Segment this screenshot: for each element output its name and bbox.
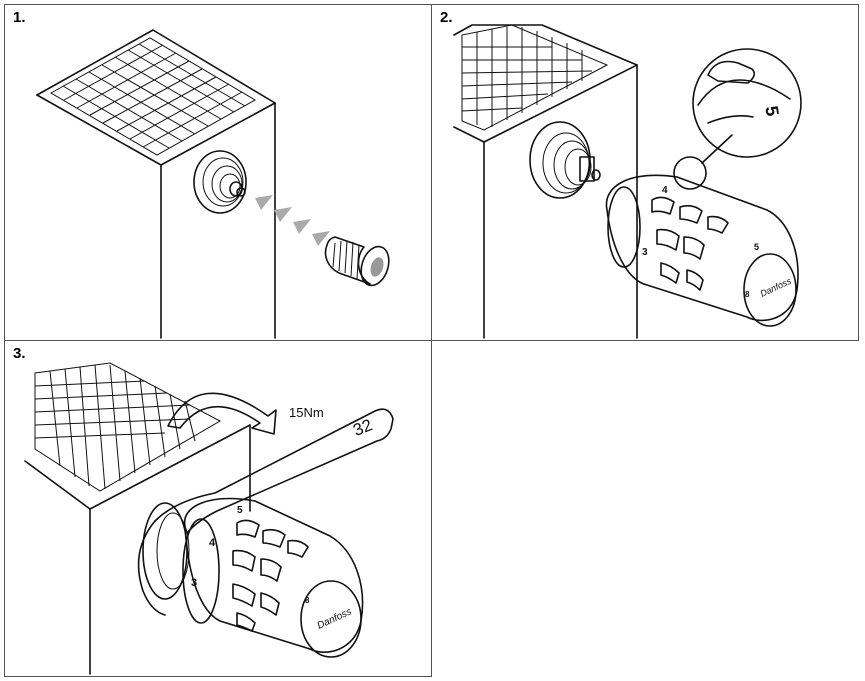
danfoss-logo: Danfoss [759,276,794,299]
radiator [453,24,638,339]
radiator [36,29,276,339]
wrench-size: 32 [350,415,375,440]
install-direction-arrows [255,195,330,246]
dial-mark: 8 [305,596,310,605]
radiator-grille [461,24,609,131]
step-3-label: 3. [13,345,26,362]
radiator-grille [34,362,222,492]
wrench: 32 [137,408,394,616]
protective-cap [324,236,390,287]
step-3-illustration: 15Nm 32 3 4 [24,362,394,675]
step-2-illustration: 3 4 5 8 Danfoss 5 [453,24,802,339]
valve-body [193,150,247,214]
dial-mark: 4 [662,185,668,196]
step-1-illustration [36,29,390,339]
valve-body [529,121,601,199]
thermostat-head: 3 4 5 8 Danfoss [182,497,364,658]
zoom-number: 5 [761,104,782,117]
dial-mark: 4 [209,537,216,549]
radiator [24,362,251,675]
valve-body [142,502,190,600]
step-1-panel: 1. [4,4,432,341]
zoom-callout: 5 [673,48,802,190]
step-3-panel: 3. [4,340,432,677]
step-2-panel: 2. [431,4,859,341]
dial-mark: 5 [754,242,759,252]
dial-mark: 3 [642,247,648,258]
step-2-label: 2. [440,9,453,26]
torque-label: 15Nm [289,405,324,420]
dial-mark: 5 [237,505,243,516]
rotation-arrow [167,392,277,435]
grip-ribs [232,519,309,632]
grip-ribs [651,196,729,291]
thermostat-head: 3 4 5 8 Danfoss [605,174,799,327]
danfoss-logo: Danfoss [316,606,354,631]
dial-mark: 8 [745,290,750,299]
dial-mark: 3 [191,577,197,589]
radiator-grille [49,37,257,156]
step-1-label: 1. [13,9,26,26]
